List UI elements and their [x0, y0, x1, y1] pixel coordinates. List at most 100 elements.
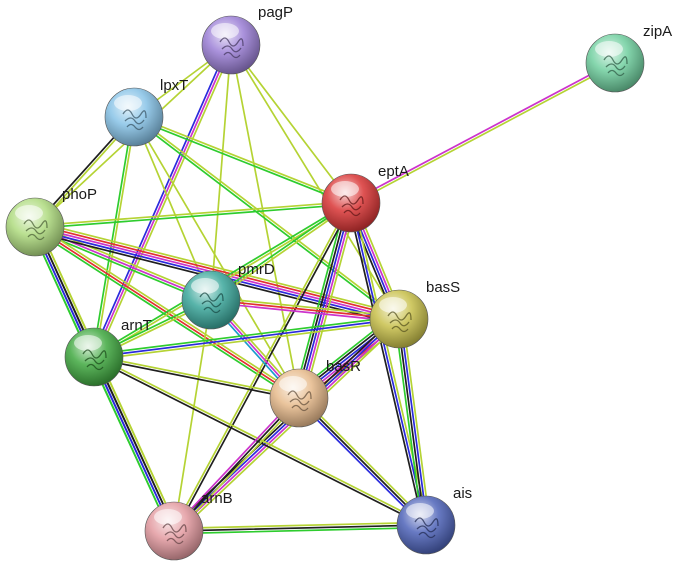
edge-pagP-eptA-textmining — [230, 44, 352, 204]
node-basR-label: basR — [326, 358, 361, 375]
node-lpxT[interactable]: lpxT — [104, 77, 188, 147]
edge-basS-ais-neighborhood — [394, 318, 423, 527]
edge-pmrD-basS-fusion — [210, 299, 400, 320]
edge-arnB-ais[interactable] — [173, 521, 427, 535]
node-pagP[interactable]: pagP — [201, 4, 293, 75]
edge-eptA-arnB-textmining — [172, 201, 351, 532]
edge-arnB-ais-coexpression — [173, 524, 427, 532]
edge-phoP-basS-fusion — [34, 223, 401, 318]
node-phoP-label: phoP — [62, 186, 97, 203]
edge-pagP-arnT-cooccurrence — [90, 43, 230, 357]
edge-arnT-arnB[interactable] — [89, 354, 179, 534]
edge-eptA-arnB[interactable] — [172, 201, 353, 533]
node-basR-structure-icon — [287, 390, 312, 412]
edge-phoP-eptA-neighborhood — [34, 203, 352, 230]
node-eptA-label: eptA — [378, 163, 409, 180]
node-basR-highlight — [279, 376, 307, 392]
edge-basS-arnT-neighborhood — [92, 315, 400, 356]
edge-lpxT-basS-neighborhood — [132, 117, 400, 321]
edge-eptA-ais-textmining — [352, 201, 430, 526]
edge-eptA-basR-coexpression — [295, 201, 350, 399]
node-arnB-structure-icon — [162, 523, 187, 545]
edge-basS-arnT-textmining — [93, 320, 401, 361]
edge-pagP-basR[interactable] — [230, 44, 300, 399]
node-pmrD-highlight — [191, 278, 219, 294]
edge-basR-arnB-experiments — [171, 395, 298, 531]
edge-lpxT-eptA-neighborhood — [132, 117, 352, 206]
edge-pmrD-arnB[interactable] — [173, 299, 212, 532]
edge-basS-arnB-textmining — [175, 320, 403, 535]
node-ais-highlight — [406, 503, 434, 519]
node-basR[interactable]: basR — [269, 358, 361, 428]
edge-arnT-basR-textmining — [93, 354, 301, 398]
edge-eptA-basR[interactable] — [293, 200, 357, 401]
edge-pagP-pmrD[interactable] — [210, 44, 232, 301]
node-eptA[interactable]: eptA — [321, 163, 409, 233]
edge-eptA-ais-coexpression — [347, 202, 425, 527]
edge-pagP-pmrD-textmining — [210, 44, 232, 301]
node-ais[interactable]: ais — [396, 485, 472, 555]
edge-pagP-arnT[interactable] — [90, 43, 235, 359]
edge-pagP-basS[interactable] — [230, 44, 400, 320]
edge-pagP-eptA[interactable] — [230, 44, 352, 204]
edge-lpxT-pmrD[interactable] — [133, 116, 212, 301]
node-arnT-label: arnT — [121, 317, 152, 334]
node-basS-highlight — [379, 297, 407, 313]
edge-basR-ais-textmining — [299, 395, 429, 525]
edge-lpxT-basS-textmining — [133, 115, 401, 319]
node-basS-label: basS — [426, 279, 460, 296]
node-eptA-structure-icon — [339, 195, 364, 217]
node-phoP[interactable]: phoP — [5, 186, 97, 257]
node-zipA-structure-icon — [603, 55, 628, 77]
node-lpxT-structure-icon — [122, 109, 147, 131]
edge-basS-arnT[interactable] — [92, 315, 401, 361]
node-pmrD[interactable]: pmrD — [181, 261, 275, 330]
edge-basS-ais-coexpression — [396, 318, 426, 527]
edge-basS-arnB-experiments — [174, 319, 401, 533]
node-arnB[interactable]: arnB — [144, 490, 233, 561]
edge-lpxT-basR-textmining — [133, 116, 300, 399]
edge-phoP-eptA-textmining — [34, 200, 352, 227]
edge-arnT-arnB-cooccurrence — [91, 356, 174, 533]
edge-arnB-ais-neighborhood — [173, 526, 427, 535]
node-zipA-highlight — [595, 41, 623, 57]
node-ais-structure-icon — [414, 517, 439, 539]
edge-arnT-ais[interactable] — [92, 354, 428, 528]
edge-zipA-eptA[interactable] — [349, 61, 617, 205]
edge-arnB-ais-textmining — [173, 521, 427, 530]
edge-basR-ais[interactable] — [296, 395, 429, 528]
edge-lpxT-basR[interactable] — [133, 116, 300, 399]
edge-lpxT-arnT-neighborhood — [91, 115, 134, 358]
node-pmrD-structure-icon — [199, 292, 224, 314]
edge-eptA-ais[interactable] — [347, 201, 430, 527]
edge-basS-ais-textmining — [402, 317, 431, 526]
edge-basS-arnT-cooccurrence — [93, 318, 400, 358]
edge-lpxT-arnT-textmining — [94, 116, 137, 359]
edge-basR-arnB[interactable] — [171, 395, 302, 534]
node-pagP-label: pagP — [258, 4, 293, 21]
edge-arnT-basR[interactable] — [92, 354, 301, 401]
edge-basR-arnB-coexpression — [173, 397, 300, 532]
node-pagP-structure-icon — [219, 37, 244, 59]
node-ais-label: ais — [453, 485, 472, 502]
edge-arnT-basR-coexpression — [92, 357, 300, 401]
edge-basR-ais-coexpression — [298, 397, 427, 526]
edge-lpxT-pmrD-textmining — [133, 116, 212, 301]
node-basS[interactable]: basS — [369, 279, 460, 349]
edge-basR-ais-cooccurrence — [296, 398, 426, 528]
edge-lpxT-basS[interactable] — [132, 115, 401, 321]
edge-pmrD-basS[interactable] — [209, 296, 401, 323]
edge-lpxT-eptA[interactable] — [132, 114, 353, 206]
node-arnB-label: arnB — [201, 490, 233, 507]
edge-basR-arnB-textmining — [175, 398, 302, 534]
edge-pagP-arnT-experiments — [93, 44, 232, 358]
node-arnT[interactable]: arnT — [64, 317, 152, 387]
edge-basS-ais[interactable] — [394, 317, 431, 527]
node-zipA-label: zipA — [643, 23, 672, 40]
edge-phoP-eptA[interactable] — [34, 200, 352, 230]
edge-zipA-eptA-experiments — [349, 61, 616, 203]
node-phoP-structure-icon — [23, 219, 48, 241]
node-zipA[interactable]: zipA — [585, 23, 672, 93]
edge-eptA-basR-neighborhood — [293, 200, 347, 398]
edge-lpxT-arnT[interactable] — [91, 115, 137, 359]
